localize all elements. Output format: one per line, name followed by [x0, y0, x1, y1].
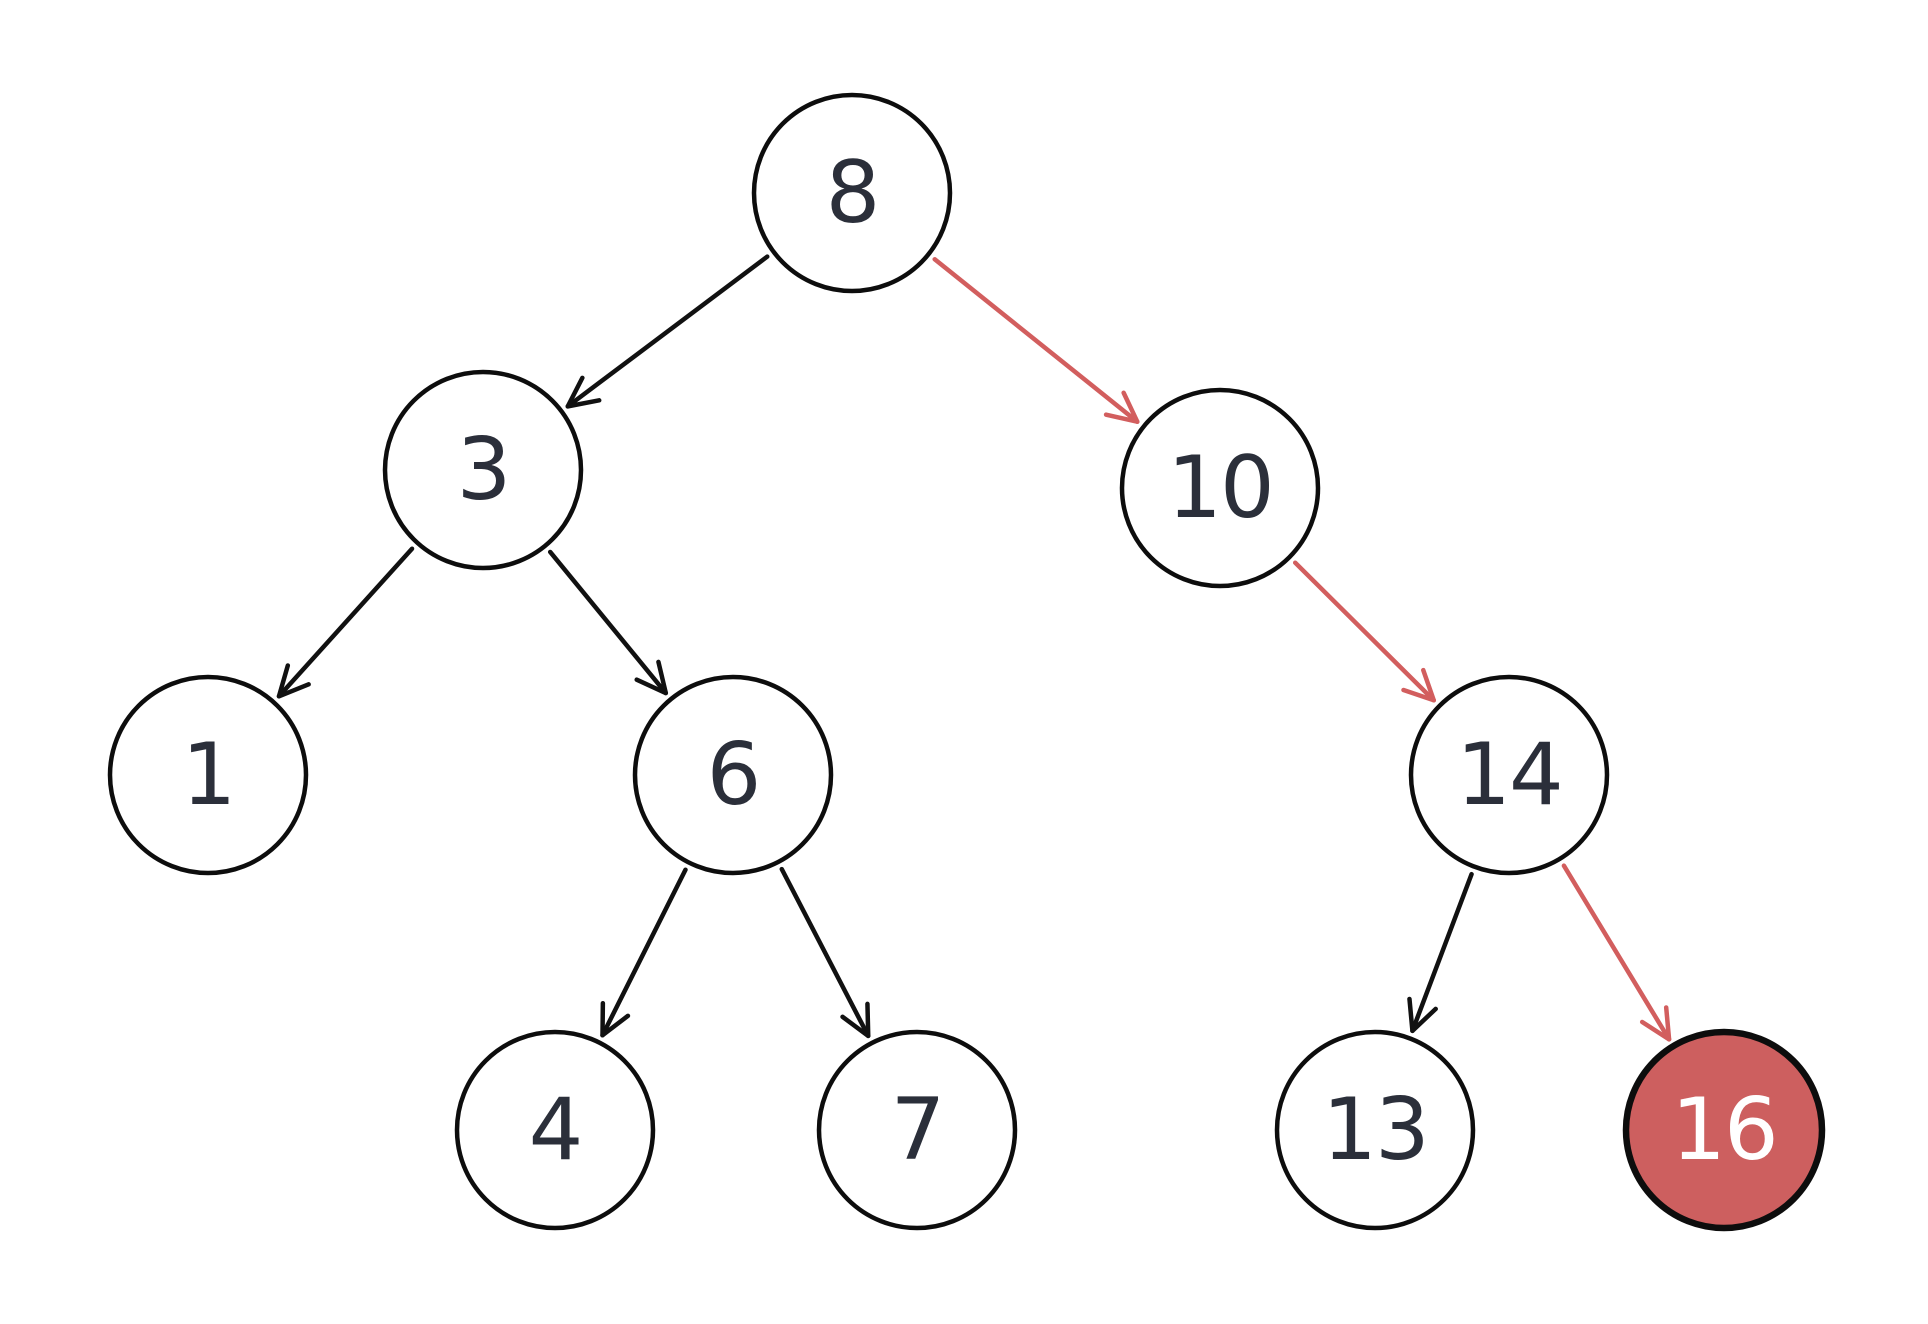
node-label: 14: [1456, 725, 1561, 825]
tree-node-4: 4: [454, 1029, 656, 1231]
node-label: 10: [1167, 438, 1272, 538]
edge-3-6: [547, 549, 669, 696]
tree-node-14: 14: [1408, 674, 1610, 876]
arrowhead-icon: [634, 659, 669, 696]
node-label: 3: [457, 420, 510, 520]
node-label: 13: [1322, 1080, 1427, 1180]
edge-8-10: [932, 257, 1140, 424]
tree-node-3: 3: [382, 369, 584, 571]
edge-line: [932, 257, 1140, 424]
arrowhead-icon: [276, 663, 311, 699]
arrowhead-icon: [1103, 390, 1140, 424]
edge-8-3: [565, 254, 770, 409]
node-circle: [632, 674, 834, 876]
tree-node-16: 16: [1622, 1028, 1826, 1232]
arrowhead-icon: [565, 375, 602, 409]
node-circle: [454, 1029, 656, 1231]
edge-14-16: [1561, 863, 1672, 1042]
arrowhead-icon: [840, 1001, 871, 1039]
edge-6-7: [779, 866, 871, 1039]
edge-line: [1410, 871, 1474, 1034]
node-label: 4: [529, 1080, 582, 1180]
node-label: 8: [826, 143, 879, 243]
edge-14-13: [1407, 871, 1474, 1034]
tree-node-7: 7: [816, 1029, 1018, 1231]
edge-line: [565, 254, 770, 409]
node-circle: [751, 92, 953, 294]
edge-line: [1561, 863, 1672, 1042]
arrowhead-icon: [1639, 1005, 1672, 1042]
tree-node-8: 8: [751, 92, 953, 294]
edge-line: [600, 867, 688, 1038]
tree-node-13: 13: [1274, 1029, 1476, 1231]
edge-line: [779, 866, 871, 1039]
tree-node-6: 6: [632, 674, 834, 876]
node-circle: [1622, 1028, 1826, 1232]
node-circle: [1119, 387, 1321, 589]
node-label: 1: [182, 725, 235, 825]
edge-6-4: [600, 867, 688, 1038]
node-circle: [1408, 674, 1610, 876]
edge-line: [547, 549, 669, 696]
tree-node-10: 10: [1119, 387, 1321, 589]
node-label: 7: [891, 1080, 944, 1180]
node-label: 6: [707, 725, 760, 825]
edge-line: [276, 546, 415, 699]
node-circle: [816, 1029, 1018, 1231]
edge-3-1: [276, 546, 415, 699]
node-circle: [107, 674, 309, 876]
tree-node-1: 1: [107, 674, 309, 876]
node-circle: [1274, 1029, 1476, 1231]
arrowhead-icon: [600, 1001, 631, 1038]
arrowhead-icon: [1407, 996, 1438, 1034]
node-label: 16: [1671, 1080, 1776, 1180]
edge-line: [1292, 560, 1437, 703]
arrowhead-icon: [1401, 667, 1437, 703]
edge-10-14: [1292, 560, 1437, 703]
node-circle: [382, 369, 584, 571]
